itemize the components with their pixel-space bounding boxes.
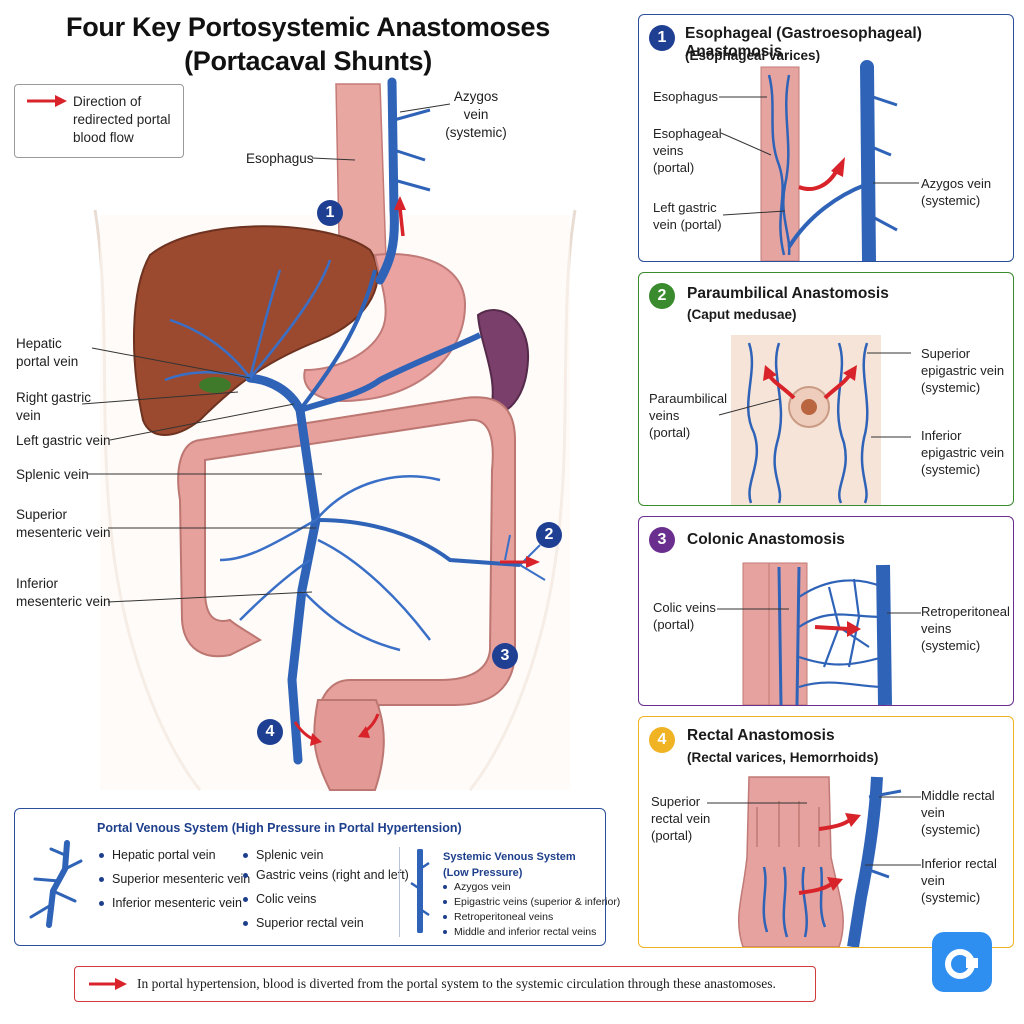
portal-system-heading: Portal Venous System (High Pressure in P…	[97, 821, 462, 835]
page-title: Four Key Portosystemic Anastomoses (Port…	[8, 10, 608, 78]
footnote-text: In portal hypertension, blood is diverte…	[137, 976, 776, 991]
superior-mesenteric-vein-label: Superior mesenteric vein	[16, 507, 111, 540]
portal-list-item: Inferior mesenteric vein	[99, 896, 242, 910]
panel-4-title: Rectal Anastomosis	[687, 727, 835, 744]
liver	[133, 225, 379, 436]
portal-list-item: Hepatic portal vein	[99, 848, 216, 862]
panel-4-badge: 4	[649, 727, 675, 753]
azygos-vein	[375, 77, 399, 285]
inferior-mesenteric-vein-label: Inferior mesenteric vein	[16, 576, 111, 609]
app-logo	[932, 932, 992, 992]
left-gastric-vein-label: Left gastric vein	[16, 433, 111, 448]
marker-1: 1	[317, 200, 343, 226]
panel-3-title: Colonic Anastomosis	[687, 531, 845, 548]
portal-list-item: Gastric veins (right and left)	[243, 868, 409, 882]
systemic-list-item: Azygos vein	[443, 881, 511, 893]
panel-1-left-gastric-label: Left gastric vein (portal)	[653, 200, 722, 232]
splenic-vein-label: Splenic vein	[16, 467, 89, 482]
systemic-list-item: Epigastric veins (superior & inferior)	[443, 896, 620, 908]
flow-legend: Direction of redirected portal blood flo…	[14, 84, 184, 158]
panel-1-azygos-label: Azygos vein (systemic)	[921, 176, 992, 208]
portal-list-item: Superior rectal vein	[243, 916, 364, 930]
legend-text: Direction of redirected portal blood flo…	[73, 94, 171, 145]
panel-rectal: 4 Rectal Anastomosis (Rectal varices, He…	[638, 716, 1014, 948]
panel-1-badge: 1	[649, 25, 675, 51]
panel-4-superior-rectal-label: Superior rectal vein (portal)	[651, 794, 711, 843]
leader-lines	[81, 103, 451, 603]
panel-3-badge: 3	[649, 527, 675, 553]
splenic-vein-line	[299, 332, 482, 413]
hepatic-portal-vein-label: Hepatic portal vein	[16, 336, 79, 369]
panel-2-illustration	[718, 335, 911, 505]
portal-vein-icon	[29, 840, 83, 928]
footnote-box: In portal hypertension, blood is diverte…	[74, 966, 816, 1002]
systemic-vein-icon	[410, 849, 430, 933]
marker-2: 2	[536, 522, 562, 548]
systemic-list-item: Middle and inferior rectal veins	[443, 926, 596, 938]
panel-paraumbilical: 2 Paraumbilical Anastomosis (Caput medus…	[638, 272, 1014, 506]
panel-2-title: Paraumbilical Anastomosis	[687, 285, 889, 302]
systemic-system-heading: Systemic Venous System (Low Pressure)	[443, 851, 576, 879]
panel-1-esophagus-label: Esophagus	[653, 89, 719, 104]
title-line-1: Four Key Portosystemic Anastomoses	[66, 12, 550, 42]
panel-1-esophageal-veins-label: Esophageal veins (portal)	[653, 126, 722, 175]
panel-1-illustration	[719, 60, 919, 261]
panel-4-middle-rectal-label: Middle rectal vein (systemic)	[921, 788, 995, 837]
right-gastric-vein-label: Right gastric vein	[16, 390, 92, 423]
panel-2-superior-epigastric-label: Superior epigastric vein (systemic)	[921, 346, 1005, 395]
panel-3-colic-veins-label: Colic veins (portal)	[653, 600, 716, 632]
panel-1-title: Esophageal (Gastroesophageal) Anastomosi…	[685, 25, 922, 60]
panel-colonic: 3 Colonic Anastomosis Colic veins (porta…	[638, 516, 1014, 706]
panel-esophageal: 1 Esophageal (Gastroesophageal) Anastomo…	[638, 14, 1014, 262]
logo-icon	[945, 949, 978, 979]
panel-2-inferior-epigastric-label: Inferior epigastric vein (systemic)	[921, 428, 1005, 477]
systemic-list-item: Retroperitoneal veins	[443, 911, 553, 923]
red-arrow-icon	[89, 978, 127, 990]
gallbladder	[199, 377, 231, 393]
panel-2-badge: 2	[649, 283, 675, 309]
marker-4: 4	[257, 719, 283, 745]
anatomy-illustration	[81, 77, 577, 791]
panel-2-paraumbilical-label: Paraumbilical veins (portal)	[649, 391, 728, 440]
panel-4-illustration	[707, 776, 921, 947]
panel-1-subtitle: (Esophageal varices)	[685, 48, 821, 63]
title-line-2: (Portacaval Shunts)	[184, 46, 432, 76]
portal-list-item: Colic veins	[243, 892, 316, 906]
panel-4-inferior-rectal-label: Inferior rectal vein (systemic)	[921, 856, 997, 905]
marker-3: 3	[492, 643, 518, 669]
rectum	[313, 699, 385, 791]
venous-system-legend: Portal Venous System (High Pressure in P…	[14, 808, 620, 946]
panel-3-retroperitoneal-label: Retroperitoneal veins (systemic)	[921, 604, 1010, 653]
panel-4-subtitle: (Rectal varices, Hemorrhoids)	[687, 750, 879, 765]
panel-2-subtitle: (Caput medusae)	[687, 307, 797, 322]
portal-list-item: Splenic vein	[243, 848, 323, 862]
spleen	[476, 309, 530, 415]
red-arrow-icon	[27, 95, 67, 107]
azygos-vein-label: Azygos vein (systemic)	[445, 89, 507, 140]
legend-divider	[399, 847, 400, 937]
portal-list-item: Superior mesenteric vein	[99, 872, 250, 886]
portal-vein-trunk	[245, 373, 321, 765]
esophagus-label: Esophagus	[246, 151, 314, 166]
panel-3-illustration	[717, 562, 921, 705]
